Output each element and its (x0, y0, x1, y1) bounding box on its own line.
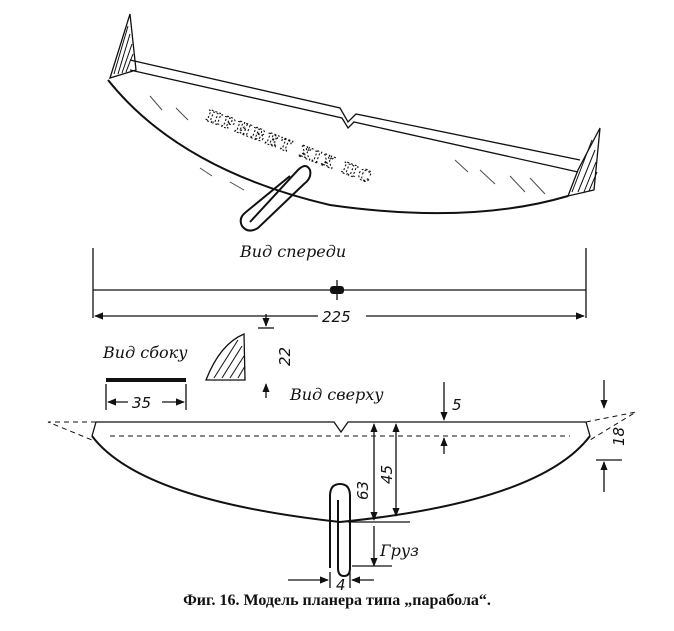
right-fin (566, 127, 601, 197)
top-view: Вид сверху 5 63 45 18 Г (47, 380, 637, 594)
wing-lettering: ПРИВЕТ XIX ПС (204, 106, 376, 187)
inner-chord-dimension: 45 (378, 465, 396, 484)
clip-width-dimension: 4 (336, 576, 346, 594)
span-dimension: 225 (322, 308, 351, 326)
top-wing-outline (91, 435, 591, 524)
side-fin (205, 333, 246, 381)
weight-label: Груз (379, 541, 419, 560)
tip-depth-dimension: 5 (452, 396, 462, 414)
side-view-label: Вид сбоку (102, 343, 188, 362)
fin-height-dimension: 18 (610, 427, 628, 446)
front-view: Вид спереди 225 (92, 242, 587, 326)
top-view-label: Вид сверху (289, 385, 384, 404)
side-height-dimension: 22 (276, 347, 294, 366)
center-chord-dimension: 63 (354, 481, 372, 500)
side-length-dimension: 35 (132, 394, 151, 412)
perspective-view: ПРИВЕТ XIX ПС (107, 13, 601, 232)
front-view-label: Вид спереди (239, 242, 346, 261)
left-fin (109, 13, 137, 79)
paper-clip-perspective (239, 165, 312, 232)
side-view: Вид сбоку 22 35 (102, 314, 294, 412)
figure-caption: Фиг. 16. Модель планера типа „парабола“. (183, 592, 491, 609)
paper-clip-top (329, 482, 351, 578)
